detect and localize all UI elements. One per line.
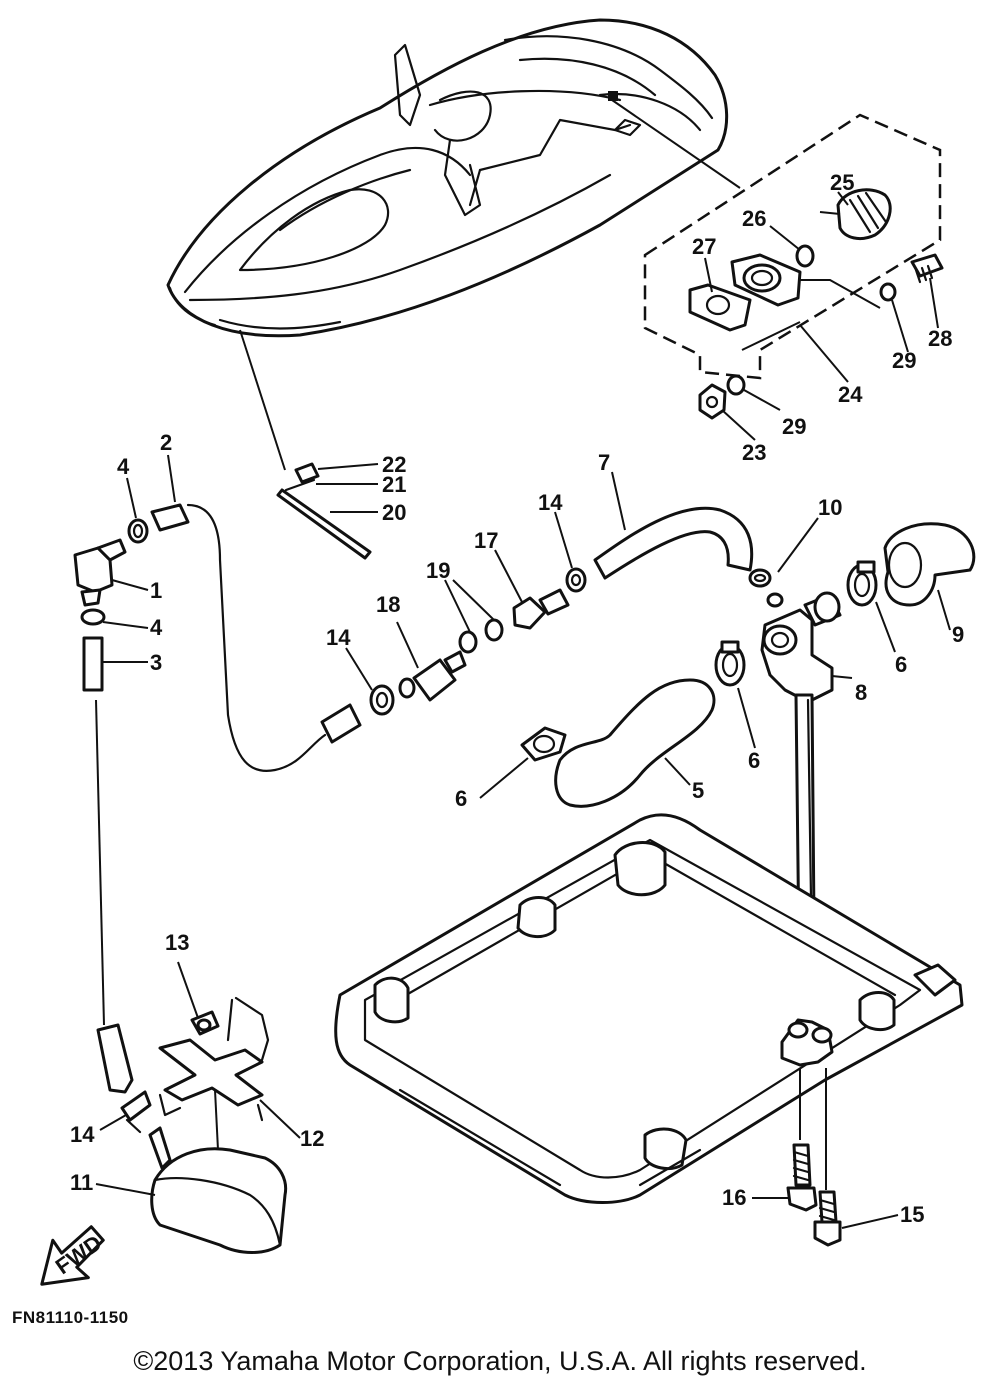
callout-28: 28 bbox=[928, 326, 952, 351]
breather-line bbox=[73, 503, 327, 1134]
callout-14-lower: 14 bbox=[70, 1122, 95, 1147]
callout-5: 5 bbox=[692, 778, 704, 803]
callout-20: 20 bbox=[382, 500, 406, 525]
callout-1: 1 bbox=[150, 578, 162, 603]
callout-4-bottom: 4 bbox=[150, 615, 163, 640]
callout-26: 26 bbox=[742, 206, 766, 231]
callout-23: 23 bbox=[742, 440, 766, 465]
cap-assembly-group bbox=[643, 113, 944, 420]
callout-18: 18 bbox=[376, 592, 400, 617]
part-20 bbox=[276, 488, 372, 560]
callout-14-upper: 14 bbox=[538, 490, 563, 515]
bolt-15 bbox=[813, 1190, 842, 1247]
elbow-fitting-1 bbox=[73, 538, 127, 607]
clamp-14-lower bbox=[120, 1090, 152, 1122]
clamp-4-top bbox=[127, 518, 149, 544]
washer-19b bbox=[484, 618, 504, 642]
part-22 bbox=[294, 462, 320, 484]
valve-18 bbox=[398, 650, 467, 702]
callout-15: 15 bbox=[900, 1202, 924, 1227]
washer-19a bbox=[458, 630, 478, 654]
callout-7: 7 bbox=[598, 450, 610, 475]
bolt-16 bbox=[786, 1143, 818, 1212]
callout-4-top: 4 bbox=[117, 454, 130, 479]
small-parts-20-22 bbox=[276, 462, 372, 560]
callout-25: 25 bbox=[830, 170, 854, 195]
gasket-plate-27 bbox=[688, 253, 802, 332]
screw-13 bbox=[190, 1010, 220, 1036]
callout-24: 24 bbox=[838, 382, 863, 407]
clamp-6-right bbox=[846, 560, 878, 607]
box-11 bbox=[150, 1147, 288, 1254]
callout-29-lower: 29 bbox=[782, 414, 806, 439]
hose-9 bbox=[883, 522, 976, 607]
hose-5 bbox=[554, 678, 716, 808]
callout-labels: 1 2 3 4 4 5 6 6 6 7 8 9 10 11 12 13 14 1… bbox=[70, 170, 964, 1227]
callout-19: 19 bbox=[426, 558, 450, 583]
valve-chain bbox=[320, 506, 772, 744]
callout-6-right: 6 bbox=[895, 652, 907, 677]
fwd-arrow-icon: FWD bbox=[40, 1225, 106, 1286]
callout-11: 11 bbox=[70, 1170, 93, 1195]
hose-2 bbox=[150, 503, 190, 532]
fitting-17 bbox=[512, 588, 570, 630]
clamp-14-mid bbox=[369, 684, 395, 716]
copyright-notice: ©2013 Yamaha Motor Corporation, U.S.A. A… bbox=[133, 1346, 867, 1376]
leader-lines bbox=[95, 191, 951, 1229]
callout-17: 17 bbox=[474, 528, 498, 553]
o-ring-26 bbox=[795, 244, 815, 268]
valve-block-8 bbox=[760, 591, 842, 704]
clamp-6-left bbox=[520, 726, 567, 762]
hull-liner-frame bbox=[334, 813, 964, 1204]
bracket-12 bbox=[158, 1038, 264, 1107]
callout-12: 12 bbox=[300, 1126, 324, 1151]
valve-block-group bbox=[520, 522, 976, 1037]
screw-28 bbox=[910, 253, 944, 284]
part-21 bbox=[284, 478, 316, 492]
callout-3: 3 bbox=[150, 650, 162, 675]
callout-10: 10 bbox=[818, 495, 842, 520]
box-bracket-group bbox=[148, 996, 288, 1254]
hose-3 bbox=[82, 636, 104, 692]
callout-27: 27 bbox=[692, 234, 716, 259]
hull-deck bbox=[166, 18, 741, 471]
washer-29-lower bbox=[726, 374, 746, 396]
nut-23 bbox=[698, 383, 727, 420]
callout-21: 21 bbox=[382, 472, 406, 497]
callout-2: 2 bbox=[160, 430, 172, 455]
hose-lower bbox=[96, 1023, 134, 1094]
clamp-4-bottom bbox=[80, 608, 106, 626]
callout-6-mid: 6 bbox=[748, 748, 760, 773]
callout-8: 8 bbox=[855, 680, 867, 705]
hose-left-piece bbox=[320, 703, 362, 744]
clamp-14-upper bbox=[565, 567, 587, 593]
callout-16: 16 bbox=[722, 1185, 746, 1210]
callout-9: 9 bbox=[952, 622, 964, 647]
figure-code: FN81110-1150 bbox=[12, 1308, 129, 1327]
cap-part-25 bbox=[819, 188, 892, 240]
clamp-6-mid bbox=[714, 640, 746, 687]
hose-7 bbox=[593, 506, 754, 580]
clamp-10 bbox=[748, 568, 772, 588]
callout-6-left: 6 bbox=[455, 786, 467, 811]
callout-14-mid: 14 bbox=[326, 625, 351, 650]
callout-13: 13 bbox=[165, 930, 189, 955]
callout-29-upper: 29 bbox=[892, 348, 916, 373]
washer-29-upper bbox=[879, 282, 897, 302]
callout-22: 22 bbox=[382, 452, 406, 477]
